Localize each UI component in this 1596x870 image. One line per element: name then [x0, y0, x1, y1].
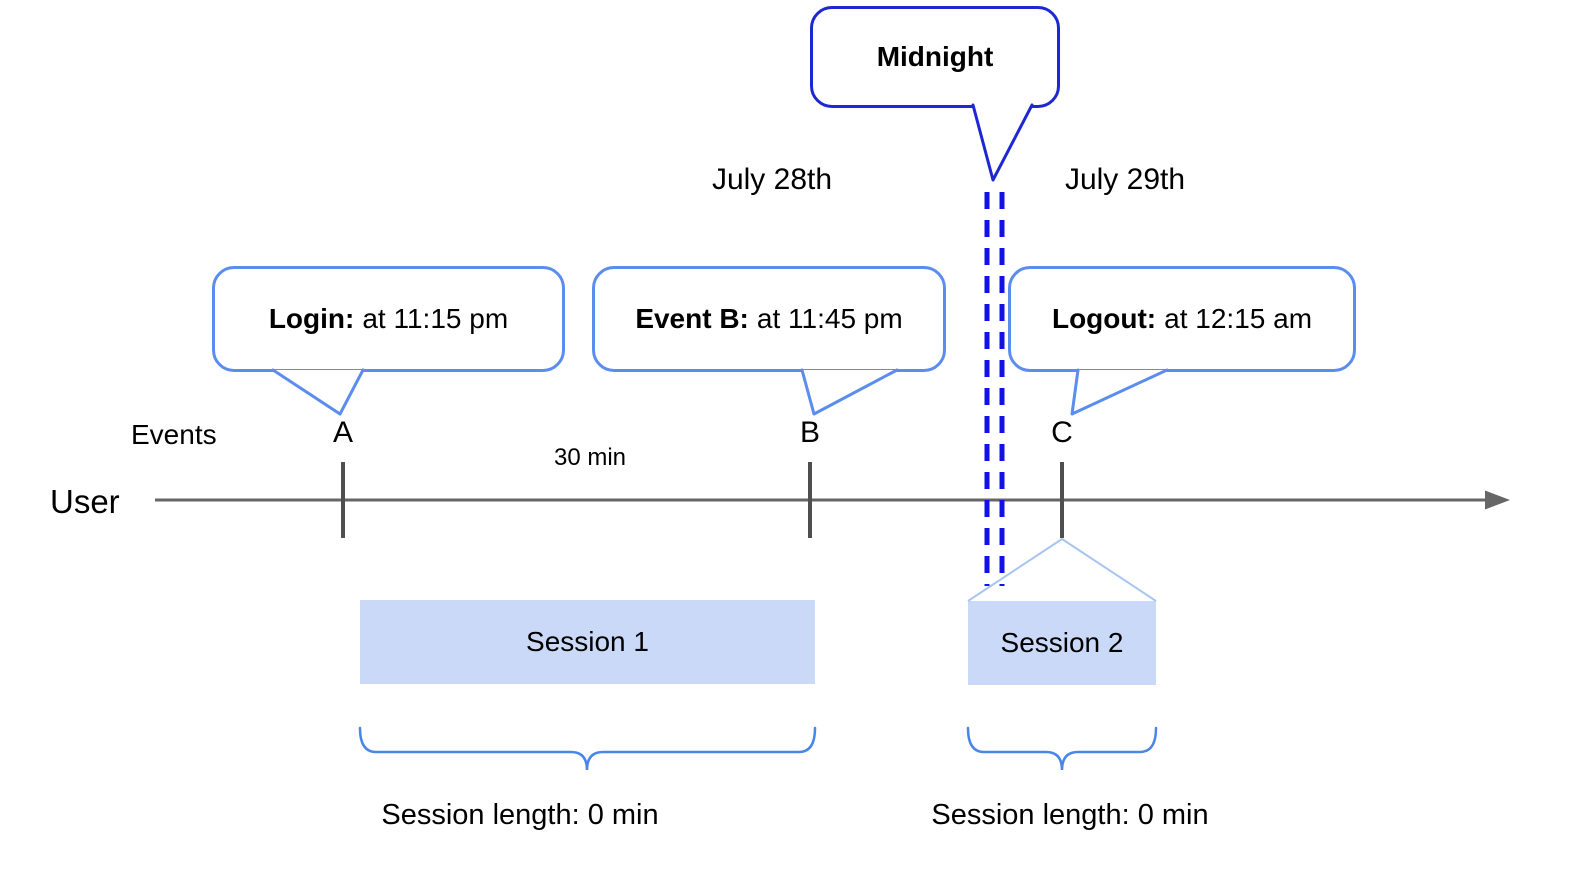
- session-1-length-label: Session length: 0 min: [381, 799, 659, 831]
- login-bubble-title: Login:: [268, 303, 355, 334]
- timeline-arrowhead-icon: [1485, 490, 1510, 510]
- midnight-bubble-tail: [971, 103, 1034, 182]
- logout-bubble-detail: at 12:15 am: [1164, 303, 1313, 334]
- midnight-bubble: Midnight: [810, 6, 1060, 108]
- session-2-box: Session 2: [968, 601, 1156, 685]
- event-letter-b: B: [799, 416, 820, 449]
- event-b-bubble-title: Event B:: [635, 303, 749, 334]
- date-july-28-label: July 28th: [711, 163, 833, 196]
- logout-bubble: Logout: at 12:15 am: [1008, 266, 1356, 372]
- user-axis-label: User: [50, 483, 120, 520]
- event-b-bubble-tail: [800, 368, 899, 416]
- event-letter-a: A: [332, 416, 353, 449]
- event-b-bubble-detail: at 11:45 pm: [756, 303, 903, 334]
- session-2-length-label: Session length: 0 min: [931, 799, 1209, 831]
- session-1-box: Session 1: [360, 600, 815, 684]
- login-bubble-detail: at 11:15 pm: [362, 303, 509, 334]
- session-2-label: Session 2: [1000, 627, 1124, 658]
- session-2-brace: [966, 726, 1158, 771]
- logout-bubble-tail: [1070, 368, 1169, 416]
- midnight-bubble-label: Midnight: [876, 41, 994, 72]
- events-axis-label: Events: [131, 419, 217, 450]
- interval-30min-label: 30 min: [553, 444, 627, 471]
- session-2-roof-connector: [967, 537, 1157, 602]
- login-bubble-tail: [271, 368, 365, 416]
- session-1-label: Session 1: [526, 626, 649, 657]
- logout-bubble-title: Logout:: [1051, 303, 1157, 334]
- date-july-29-label: July 29th: [1064, 163, 1186, 196]
- login-bubble: Login: at 11:15 pm: [212, 266, 565, 372]
- event-letter-c: C: [1051, 416, 1073, 449]
- event-b-bubble: Event B: at 11:45 pm: [592, 266, 946, 372]
- session-1-brace: [358, 726, 817, 771]
